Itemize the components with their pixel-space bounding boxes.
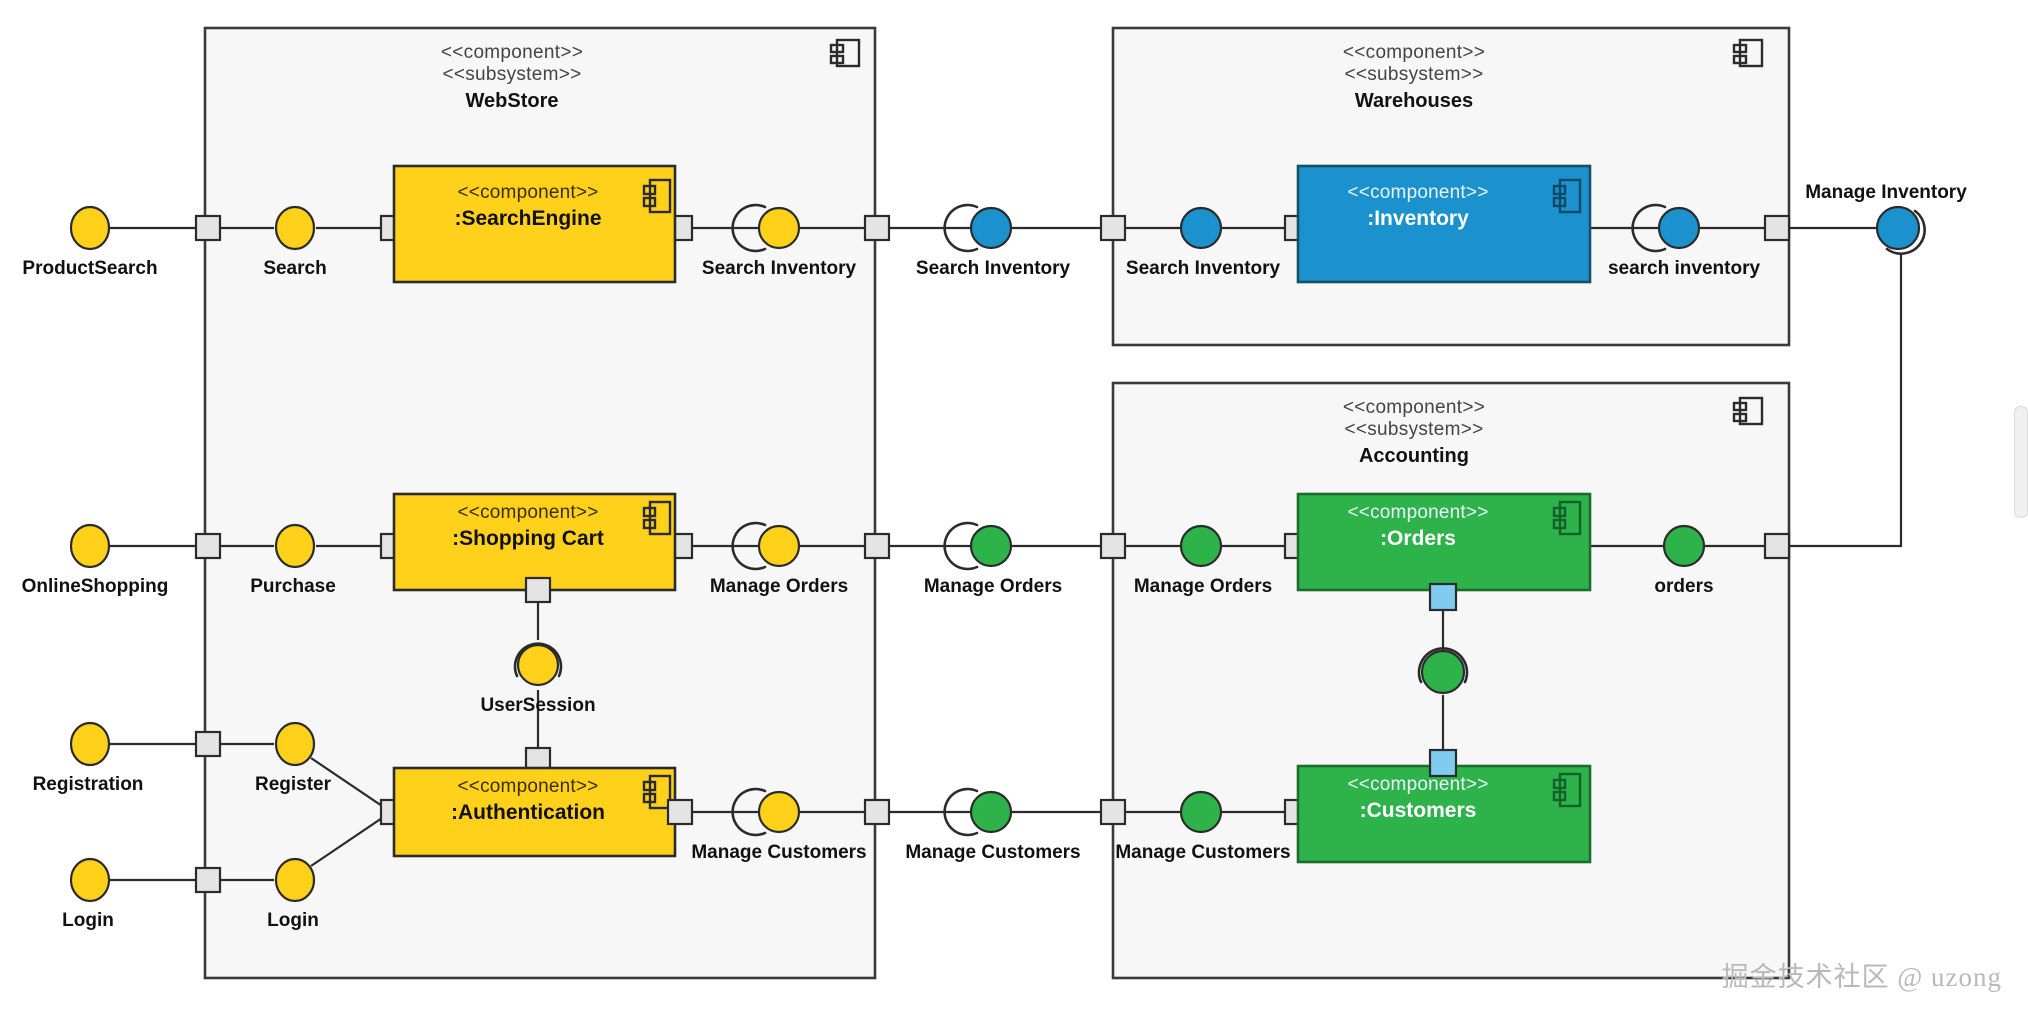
interface-register (274, 721, 316, 767)
interface-label-usersession: UserSession (480, 695, 596, 716)
interface-search-inventory-3 (1179, 206, 1223, 250)
vertical-scrollbar[interactable] (2014, 406, 2028, 518)
port-warehouses-right (1763, 214, 1791, 242)
interface-manage-orders-2 (943, 521, 1013, 571)
watermark: 掘金技术社区 @ uzong (1721, 962, 2002, 992)
component-authentication-box (392, 766, 677, 858)
interface-manage-customers-2 (943, 787, 1013, 837)
component-icon-warehouses (1732, 38, 1764, 68)
interface-label-login-ext: Login (62, 910, 114, 931)
port-accounting-left-customers (1099, 798, 1127, 826)
interface-label-register: Register (254, 774, 332, 795)
subsystem-title-webstore: <<component>> <<subsystem>> WebStore (441, 42, 583, 113)
port-login-boundary (194, 866, 222, 894)
component-icon-inventory (1552, 178, 1582, 214)
interface-label-manage-orders-2: Manage Orders (923, 576, 1063, 597)
component-searchengine-box (392, 164, 677, 284)
port-webstore-right-customers (863, 798, 891, 826)
interface-label-manage-inventory: Manage Inventory (1805, 182, 1967, 203)
interface-usersession (513, 642, 563, 687)
port-accounting-right (1763, 532, 1791, 560)
interface-manage-orders-3 (1179, 524, 1223, 568)
port-orders-bottom (1428, 582, 1458, 612)
component-icon-shoppingcart (642, 500, 672, 536)
interface-orders-customers (1417, 647, 1469, 695)
subsystem-stereotype-subsystem: <<subsystem>> (1344, 64, 1484, 85)
component-customers-box (1296, 764, 1592, 864)
interface-label-manage-customers-1: Manage Customers (691, 842, 867, 863)
interface-manage-customers-3 (1179, 790, 1223, 834)
component-icon-searchengine (642, 178, 672, 214)
interface-label-onlineshopping: OnlineShopping (21, 576, 169, 597)
interface-login-int (274, 857, 316, 903)
link-login-auth (310, 817, 383, 867)
component-icon-authentication (642, 774, 672, 810)
interface-label-productsearch: ProductSearch (22, 258, 158, 279)
interface-manage-inventory (1875, 205, 1926, 255)
link-register-auth (310, 757, 383, 807)
subsystem-stereotype-component: <<component>> (440, 42, 584, 63)
subsystem-title-warehouses: <<component>> <<subsystem>> Warehouses (1343, 42, 1485, 113)
interface-label-registration: Registration (32, 774, 144, 795)
interface-label-orders: orders (1654, 576, 1714, 597)
component-orders-box (1296, 492, 1592, 592)
interface-label-manage-orders-3: Manage Orders (1133, 576, 1273, 597)
component-shoppingcart-box (392, 492, 677, 592)
interface-manage-orders-1 (731, 521, 801, 571)
interface-label-search: Search (263, 258, 327, 279)
interface-search-inventory-4 (1631, 203, 1701, 253)
interface-label-search-inventory-1: Search Inventory (701, 258, 857, 279)
port-webstore-right-search (863, 214, 891, 242)
subsystem-stereotype-component: <<component>> (1342, 397, 1486, 418)
component-icon-accounting (1732, 396, 1764, 426)
interface-label-search-inventory-4: search inventory (1607, 258, 1761, 279)
interface-search-inventory-2 (943, 203, 1013, 253)
subsystem-stereotype-subsystem: <<subsystem>> (442, 64, 582, 85)
component-inventory-box (1296, 164, 1592, 284)
route-manage-inventory-to-accounting (1788, 253, 1903, 548)
interface-search (274, 205, 316, 251)
port-customers-top (1428, 748, 1458, 778)
interface-login-ext (69, 857, 111, 903)
port-authentication-right (666, 798, 694, 826)
subsystem-stereotype-subsystem: <<subsystem>> (1344, 419, 1484, 440)
interface-label-manage-orders-1: Manage Orders (709, 576, 849, 597)
port-webstore-right-orders (863, 532, 891, 560)
interface-productsearch (69, 205, 111, 251)
port-productsearch-boundary (194, 214, 222, 242)
subsystem-name-accounting: Accounting (1358, 445, 1469, 467)
port-accounting-left-orders (1099, 532, 1127, 560)
interface-label-manage-customers-3: Manage Customers (1115, 842, 1291, 863)
port-shoppingcart-bottom (524, 576, 552, 604)
interface-purchase (274, 523, 316, 569)
interface-orders-ifc (1662, 524, 1706, 568)
interface-registration (69, 721, 111, 767)
interface-search-inventory-1 (731, 203, 801, 253)
subsystem-stereotype-component: <<component>> (1342, 42, 1486, 63)
interface-onlineshopping (69, 523, 111, 569)
interface-manage-customers-1 (731, 787, 801, 837)
interface-label-purchase: Purchase (250, 576, 336, 597)
interface-label-login-int: Login (267, 910, 319, 931)
port-warehouses-left (1099, 214, 1127, 242)
port-onlineshopping-boundary (194, 532, 222, 560)
port-registration-boundary (194, 730, 222, 758)
subsystem-name-webstore: WebStore (465, 90, 559, 112)
component-icon-customers (1552, 772, 1582, 808)
interface-label-search-inventory-2: Search Inventory (915, 258, 1071, 279)
component-icon-orders (1552, 500, 1582, 536)
subsystem-title-accounting: <<component>> <<subsystem>> Accounting (1343, 397, 1485, 468)
component-icon-webstore (829, 38, 861, 68)
subsystem-name-warehouses: Warehouses (1354, 90, 1474, 112)
interface-label-manage-customers-2: Manage Customers (905, 842, 1081, 863)
interface-label-search-inventory-3: Search Inventory (1125, 258, 1281, 279)
